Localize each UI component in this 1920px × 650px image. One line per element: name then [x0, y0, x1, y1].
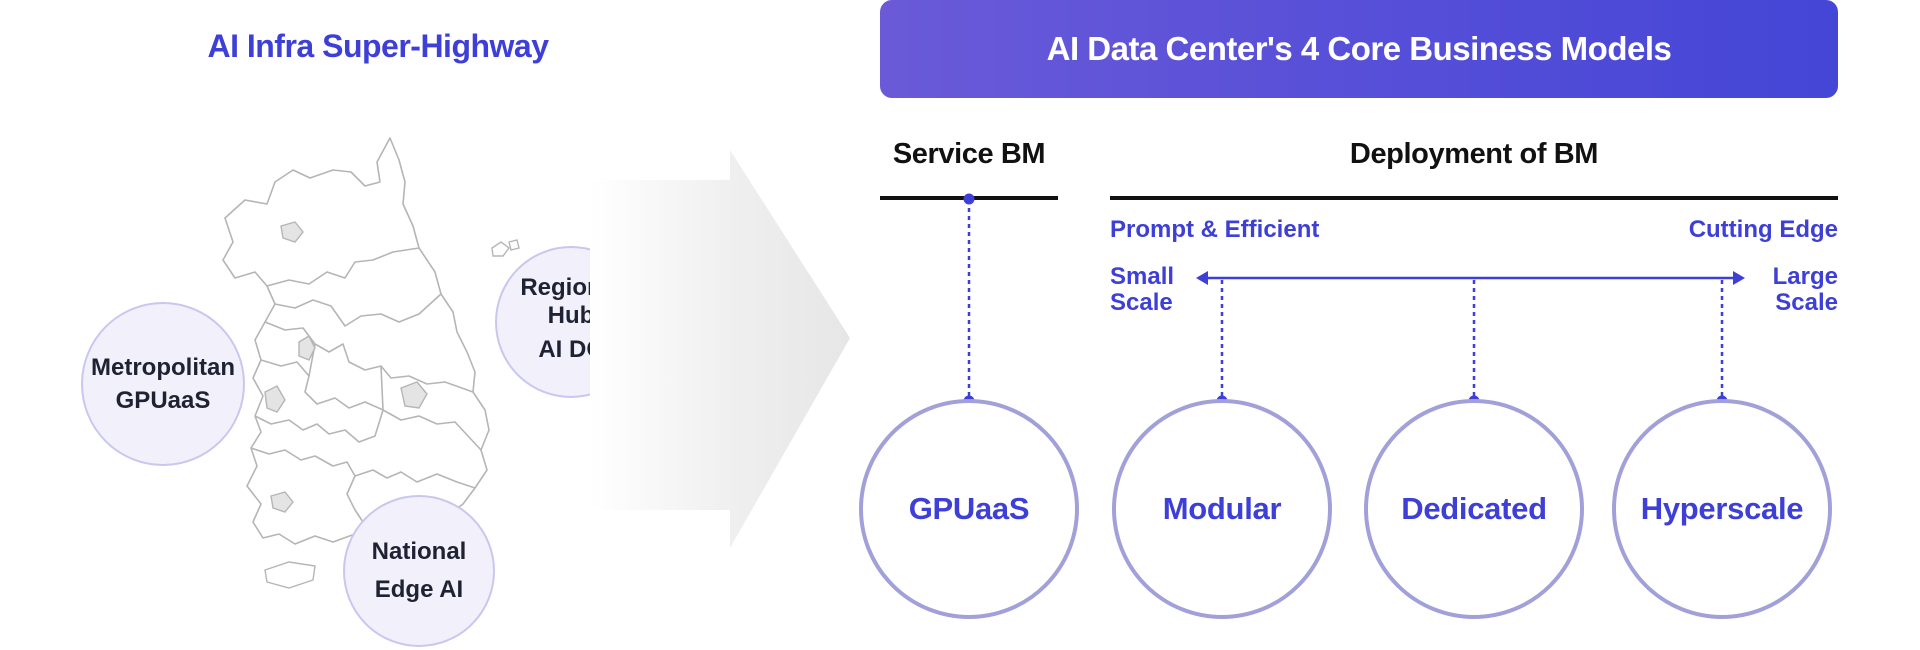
node-national-edge-ai: National Edge AI	[343, 495, 495, 647]
node-label: GPUaaS	[115, 387, 211, 414]
model-dedicated: Dedicated	[1364, 399, 1584, 619]
korea-map	[222, 137, 520, 589]
model-modular: Modular	[1112, 399, 1332, 619]
deployment-bm-rule	[1110, 196, 1838, 200]
business-models-banner: AI Data Center's 4 Core Business Models	[880, 0, 1838, 98]
small-scale-line2: Scale	[1110, 289, 1173, 316]
arrow-left-icon	[1196, 271, 1208, 285]
node-label: Metropolitan	[91, 354, 235, 381]
node-metropolitan-gpuaas: Metropolitan GPUaaS	[81, 302, 245, 466]
arrow-right-icon	[590, 150, 850, 548]
small-scale-line1: Small	[1110, 263, 1175, 290]
node-label: National	[371, 538, 467, 565]
cutting-edge-label: Cutting Edge	[1688, 216, 1838, 243]
node-label: Hub	[547, 302, 595, 329]
prompt-efficient-label: Prompt & Efficient	[1110, 216, 1320, 243]
large-scale-line1: Large	[1772, 263, 1838, 290]
connector-dot	[963, 193, 975, 205]
node-label: Edge AI	[374, 576, 464, 603]
model-hyperscale: Hyperscale	[1612, 399, 1832, 619]
deployment-bm-header: Deployment of BM	[1349, 138, 1599, 170]
left-title: AI Infra Super-Highway	[207, 28, 549, 64]
large-scale-label: Large Scale	[1700, 264, 1838, 316]
model-gpuaas: GPUaaS	[859, 399, 1079, 619]
large-scale-line2: Scale	[1775, 289, 1838, 316]
arrow-right-small-icon	[1733, 271, 1745, 285]
small-scale-label: Small Scale	[1110, 264, 1174, 316]
service-bm-header: Service BM	[892, 138, 1046, 170]
